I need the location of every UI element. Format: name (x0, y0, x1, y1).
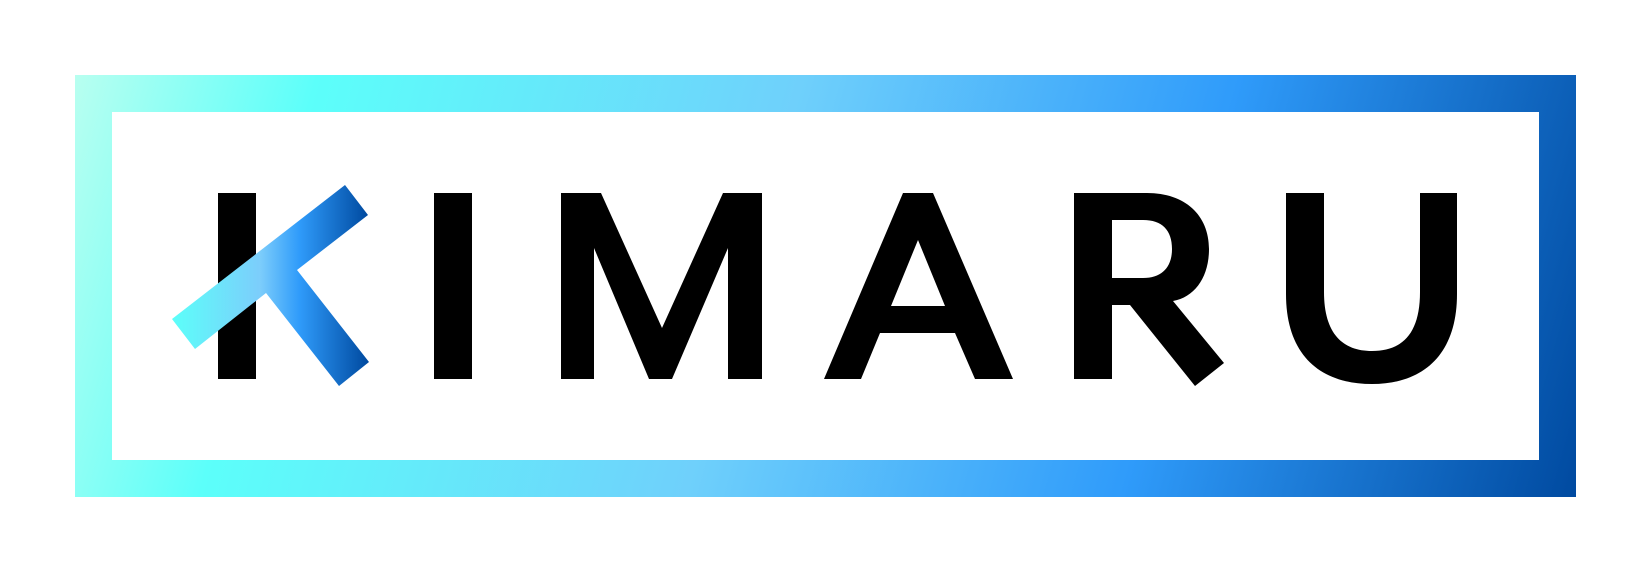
letter-i (434, 193, 472, 379)
letter-a (824, 193, 1013, 379)
letter-k (172, 185, 369, 386)
letter-m (561, 193, 762, 379)
letter-r (1074, 193, 1224, 386)
letter-u (1286, 193, 1457, 384)
